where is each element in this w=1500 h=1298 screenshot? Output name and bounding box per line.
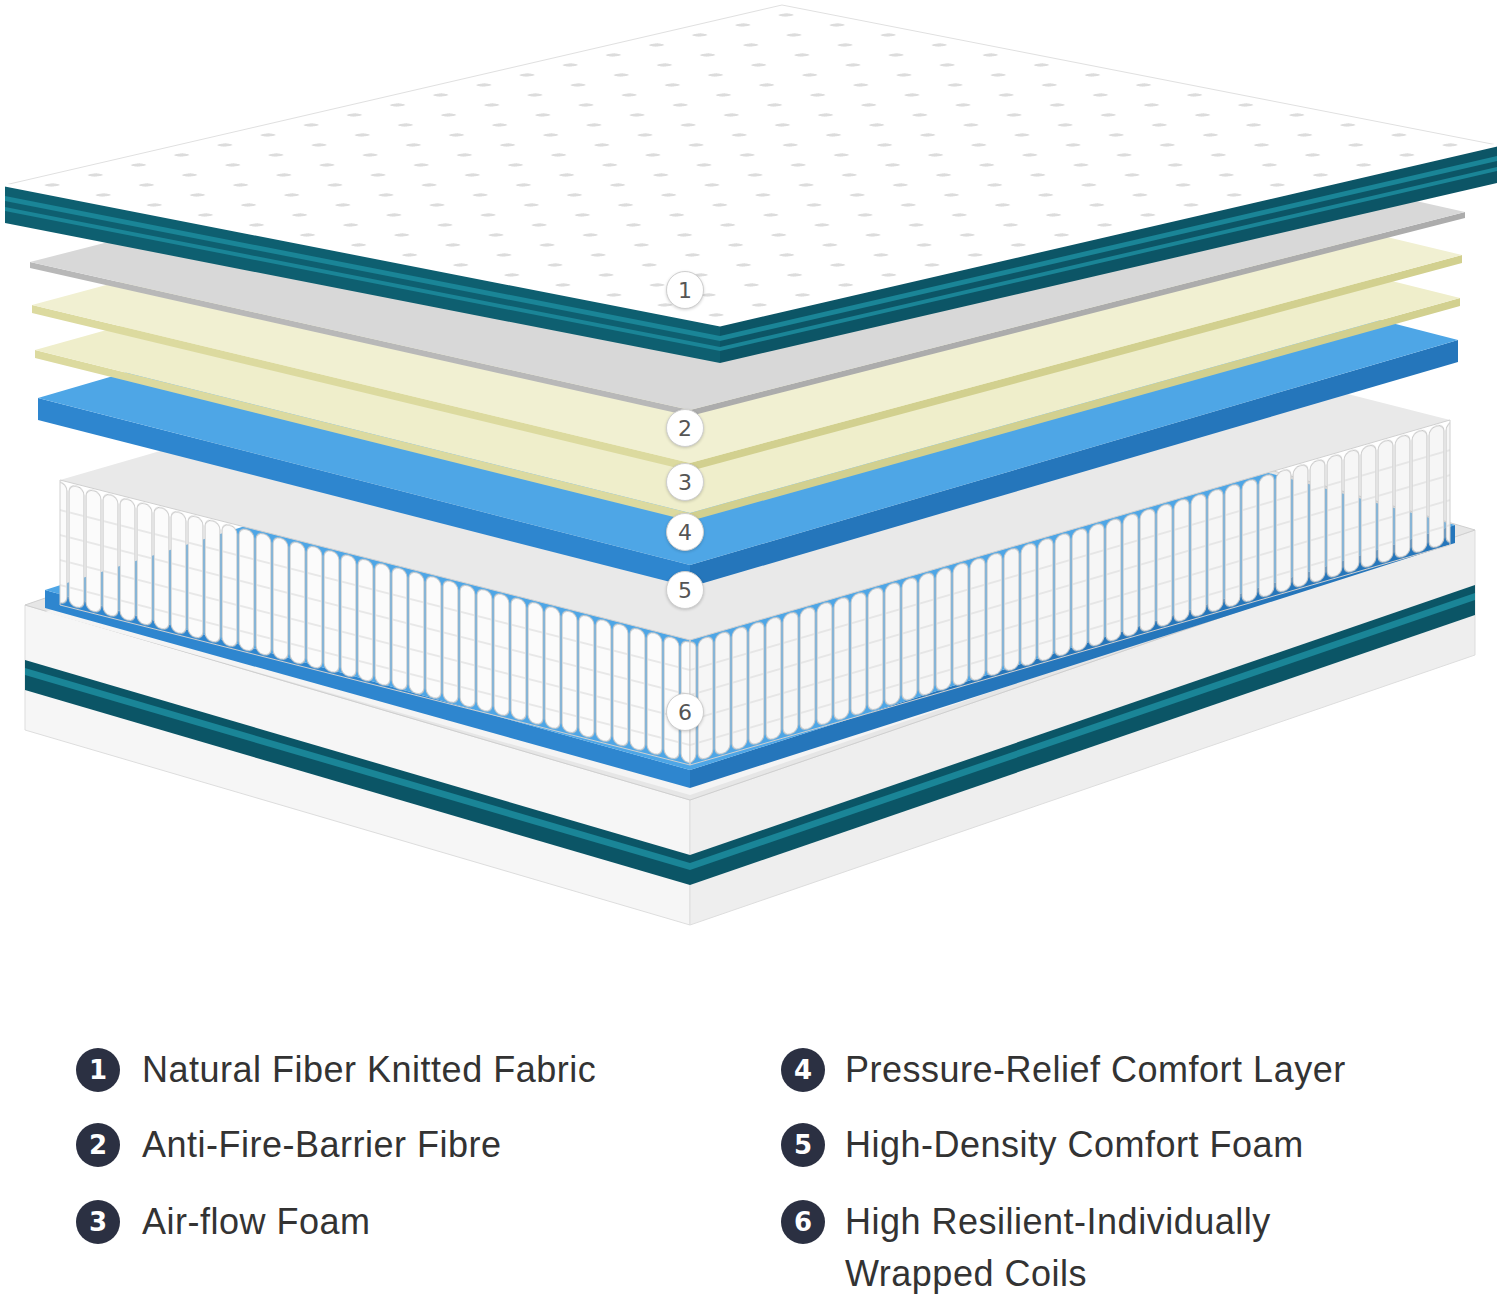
- callout-number: 3: [666, 463, 704, 501]
- callout-number: 6: [666, 693, 704, 731]
- callout-number: 5: [666, 571, 704, 609]
- callout-number: 1: [666, 271, 704, 309]
- layer-name: High Resilient-Individually Wrapped Coil…: [845, 1196, 1345, 1298]
- legend-number: 3: [76, 1200, 120, 1244]
- layer-name: Anti-Fire-Barrier Fibre: [142, 1119, 762, 1171]
- callout-number: 4: [666, 513, 704, 551]
- legend-number: 2: [76, 1123, 120, 1167]
- legend-number: 1: [76, 1048, 120, 1092]
- legend-number: 5: [781, 1123, 825, 1167]
- layer-name: Natural Fiber Knitted Fabric: [142, 1044, 762, 1096]
- layer-name: Air-flow Foam: [142, 1196, 762, 1248]
- layer-name: Pressure-Relief Comfort Layer: [845, 1044, 1485, 1096]
- callout-number: 2: [666, 409, 704, 447]
- layer-name: High-Density Comfort Foam: [845, 1119, 1485, 1171]
- legend-number: 6: [781, 1200, 825, 1244]
- legend-number: 4: [781, 1048, 825, 1092]
